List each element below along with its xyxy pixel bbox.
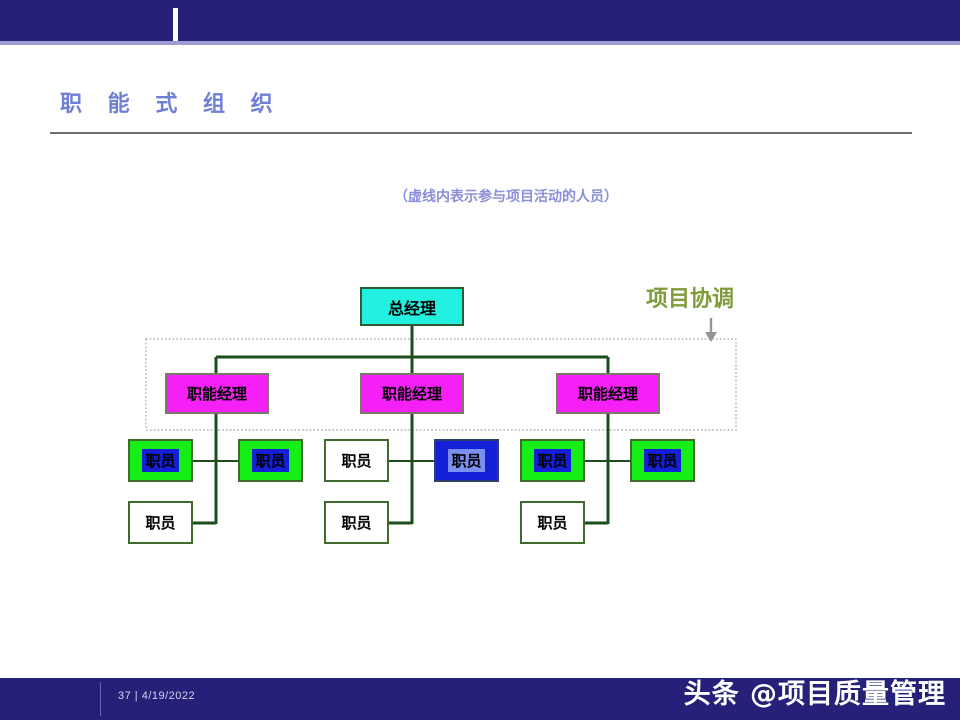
node-staff-2[interactable]: 职员 (238, 439, 303, 482)
node-functional-manager-3-label: 职能经理 (577, 385, 638, 403)
node-staff-4[interactable]: 职员 (434, 439, 499, 482)
node-staff-3[interactable]: 职员 (324, 439, 389, 482)
header-underline (0, 41, 960, 45)
node-staff-6-label: 职员 (644, 449, 681, 472)
node-staff-1-label: 职员 (142, 449, 179, 472)
node-staff-4-label: 职员 (448, 449, 485, 472)
node-functional-manager-2-label: 职能经理 (381, 385, 442, 403)
coordination-arrow-head (705, 332, 717, 342)
node-staff-6[interactable]: 职员 (630, 439, 695, 482)
page-title: 职 能 式 组 织 (60, 92, 282, 117)
node-general-manager[interactable]: 总经理 (360, 287, 464, 326)
node-functional-manager-1-label: 职能经理 (186, 385, 247, 403)
node-staff-3-label: 职员 (341, 452, 372, 470)
watermark: 头条 @项目质量管理 (683, 679, 946, 710)
node-staff-2-label: 职员 (252, 449, 289, 472)
node-functional-manager-1[interactable]: 职能经理 (165, 373, 269, 414)
header-bar (0, 0, 960, 41)
node-staff-5-label: 职员 (534, 449, 571, 472)
node-staff-8-label: 职员 (341, 514, 372, 532)
subtitle-text: （虚线内表示参与项目活动的人员） (394, 189, 618, 205)
node-staff-8[interactable]: 职员 (324, 501, 389, 544)
coordination-annotation: 项目协调 (646, 287, 735, 312)
footer-bar (0, 678, 960, 720)
node-functional-manager-2[interactable]: 职能经理 (360, 373, 464, 414)
footer-meta: 37 | 4/19/2022 (118, 690, 196, 702)
dashed-region (145, 338, 737, 431)
node-staff-1[interactable]: 职员 (128, 439, 193, 482)
node-staff-9-label: 职员 (537, 514, 568, 532)
title-divider (50, 132, 912, 134)
node-staff-7-label: 职员 (145, 514, 176, 532)
node-staff-9[interactable]: 职员 (520, 501, 585, 544)
node-functional-manager-3[interactable]: 职能经理 (556, 373, 660, 414)
footer-divider (100, 682, 101, 716)
node-general-manager-label: 总经理 (387, 298, 436, 318)
node-staff-7[interactable]: 职员 (128, 501, 193, 544)
header-tick-mark (173, 8, 178, 41)
subtitle: （虚线内表示参与项目活动的人员） (0, 186, 960, 206)
node-staff-5[interactable]: 职员 (520, 439, 585, 482)
